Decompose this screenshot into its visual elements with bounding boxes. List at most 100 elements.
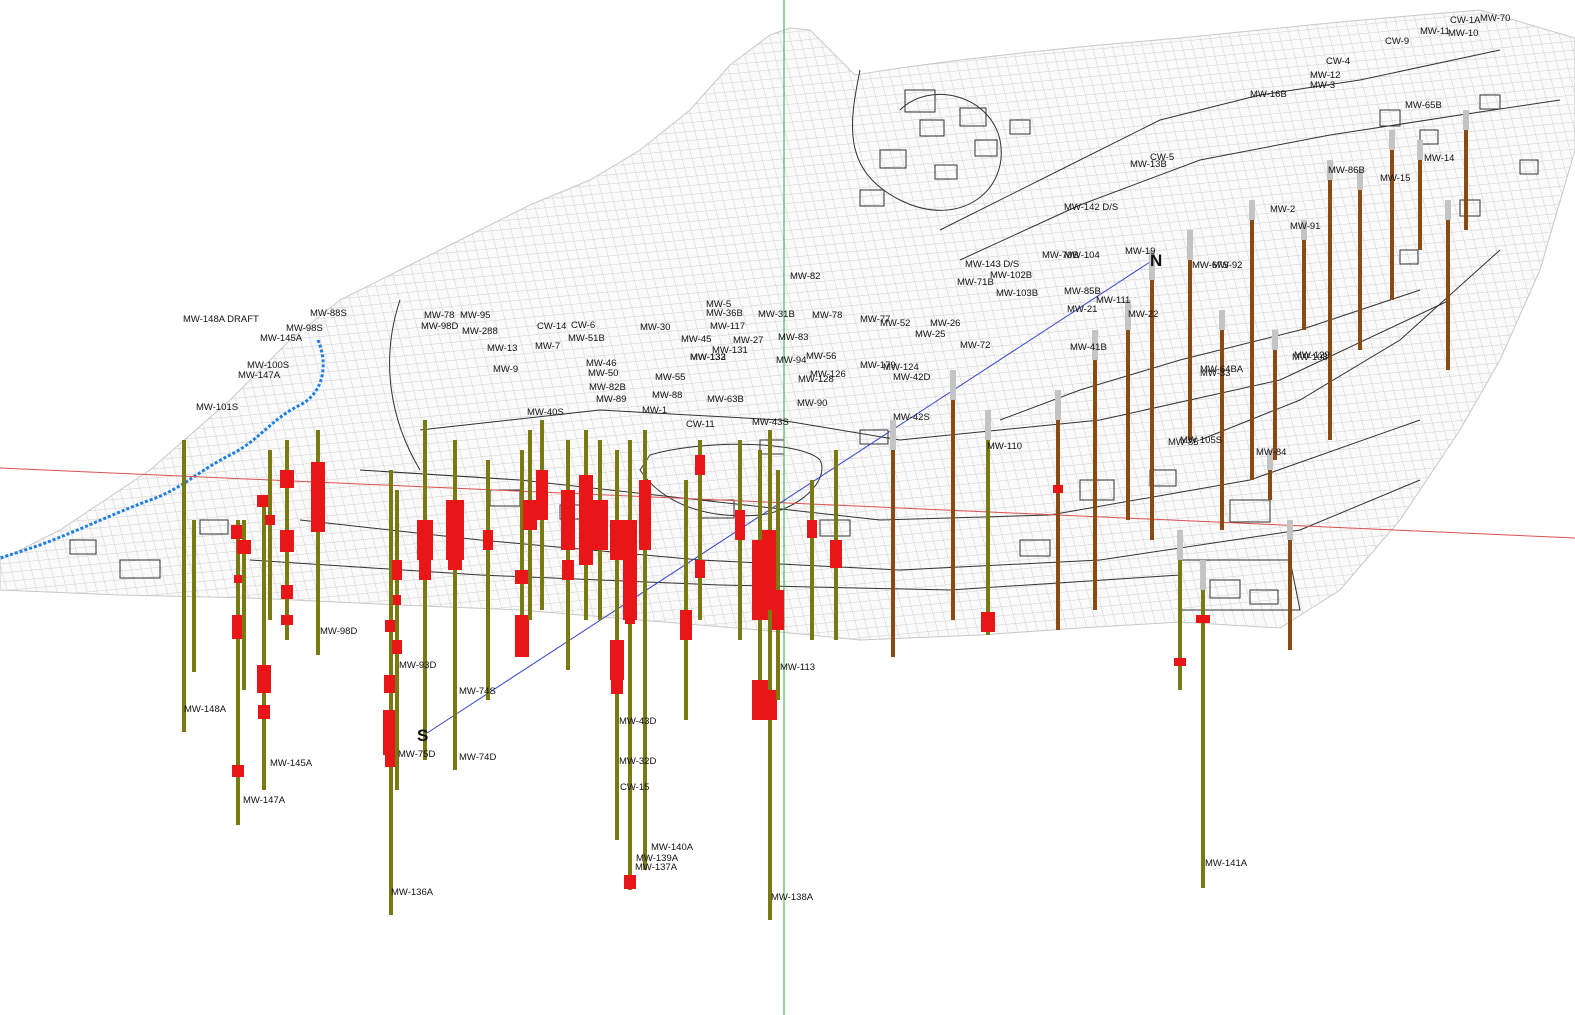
- well-casing: [951, 400, 955, 620]
- contamination-interval: [579, 475, 593, 565]
- terrain-label: MW-95: [460, 310, 490, 321]
- wells-layer: [182, 110, 1469, 920]
- terrain-label: MW-30: [640, 322, 670, 333]
- road-path: [299, 479, 1421, 571]
- mesh-line: [1109, 10, 1281, 640]
- well-casing: [1446, 220, 1450, 370]
- building-outline: [69, 539, 97, 555]
- well-boring: [446, 440, 464, 770]
- well-casing: [1302, 240, 1306, 330]
- road-path: [999, 289, 1421, 421]
- terrain-label: MW-88: [652, 390, 682, 401]
- terrain-label: MW-100S: [247, 360, 289, 371]
- terrain-label: MW-101S: [196, 402, 238, 413]
- terrain-label: MW-98D: [421, 321, 458, 332]
- contamination-interval: [232, 765, 244, 777]
- contamination-interval: [417, 520, 433, 560]
- terrain-label: MW-65B: [1405, 100, 1442, 111]
- building-outline: [1229, 499, 1271, 523]
- mesh-line: [829, 10, 1001, 640]
- well-boring: [1327, 160, 1333, 440]
- contamination-interval: [807, 520, 817, 538]
- terrain-label: MW-91: [1290, 221, 1320, 232]
- x-axis-line: [0, 467, 1575, 539]
- contamination-interval: [258, 705, 270, 719]
- terrain-label: MW-82B: [589, 382, 626, 393]
- terrain-label: MW-25: [915, 329, 945, 340]
- building-outline: [1249, 589, 1279, 605]
- terrain-label: MW-22: [1128, 309, 1158, 320]
- well-label: MW-113: [780, 662, 815, 673]
- terrain-label: MW-70: [1480, 13, 1510, 24]
- terrain-label: MW-42D: [893, 372, 930, 383]
- road-path: [389, 299, 421, 471]
- well-casing: [1093, 360, 1097, 610]
- mesh-line: [0, 553, 1575, 640]
- well-boring: [1053, 390, 1063, 630]
- road-path: [959, 99, 1561, 261]
- terrain-label: MW-126: [810, 369, 846, 380]
- well-label: MW-147A: [243, 795, 286, 806]
- mesh-line: [0, 535, 1575, 640]
- building-outline: [1459, 199, 1481, 217]
- well-label: MW-137A: [635, 862, 678, 873]
- well-label: MW-32D: [619, 756, 656, 767]
- mesh-line: [849, 10, 1021, 640]
- terrain-label: MW-78: [812, 310, 842, 321]
- well-boring: [231, 520, 245, 825]
- building-outline: [859, 189, 885, 207]
- contamination-interval: [385, 755, 397, 767]
- terrain-label: MW-92: [1212, 260, 1242, 271]
- well-boring: [1389, 130, 1395, 300]
- well-casing: [1188, 260, 1192, 440]
- well-riser: [1445, 200, 1451, 220]
- well-boring: [237, 520, 251, 690]
- contamination-interval: [1174, 658, 1186, 666]
- well-boring: [1092, 330, 1098, 610]
- terrain-label: MW-104: [1064, 250, 1100, 261]
- well-boring: [1301, 220, 1307, 330]
- terrain-label: MW-41B: [1070, 342, 1107, 353]
- contamination-interval: [385, 620, 397, 632]
- cross-section-line: [423, 261, 1151, 736]
- well-boring: [182, 440, 186, 732]
- well-casing: [810, 480, 814, 640]
- contamination-interval: [562, 560, 574, 580]
- mesh-line: [1089, 10, 1261, 640]
- well-boring: [515, 450, 529, 657]
- well-riser: [1125, 300, 1131, 330]
- terrain-label: MW-15: [1380, 173, 1410, 184]
- contamination-interval: [592, 500, 608, 550]
- well-casing: [566, 440, 570, 670]
- contamination-interval: [523, 500, 537, 530]
- mesh-line: [0, 292, 1575, 439]
- mesh-line: [1509, 10, 1575, 640]
- well-boring: [772, 470, 784, 700]
- terrain-label: MW-88S: [310, 308, 347, 319]
- terrain-label: MW-131: [712, 345, 748, 356]
- contamination-interval: [392, 640, 402, 654]
- terrain-label: MW-83: [778, 332, 808, 343]
- contamination-interval: [695, 455, 705, 475]
- contamination-interval: [772, 590, 784, 630]
- terrain-label: MW-63B: [707, 394, 744, 405]
- building-outline: [879, 149, 907, 169]
- contamination-interval: [311, 462, 325, 532]
- contamination-interval: [695, 560, 705, 578]
- terrain-label: MW-72: [960, 340, 990, 351]
- well-boring: [807, 480, 817, 640]
- road-path: [939, 49, 1501, 231]
- mesh-line: [0, 247, 1575, 394]
- mesh-line: [839, 10, 1011, 640]
- well-casing: [1250, 220, 1254, 480]
- contamination-interval: [735, 510, 745, 540]
- well-boring: [1249, 200, 1255, 480]
- contamination-interval: [611, 680, 623, 694]
- mesh-line: [899, 10, 1071, 640]
- terrain-label: MW-33: [1200, 368, 1230, 379]
- terrain-label: MW-36B: [706, 308, 743, 319]
